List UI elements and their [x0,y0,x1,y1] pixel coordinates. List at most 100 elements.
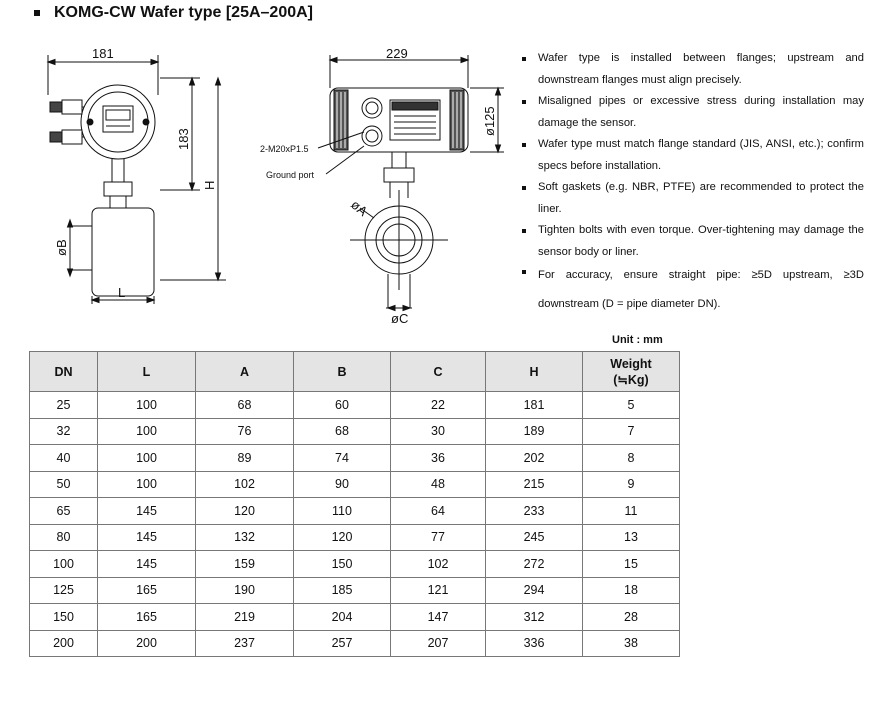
side-total-height-label: H [202,181,217,190]
front-head-label: ø125 [482,106,497,136]
pipe-diameter-label: øC [391,311,408,326]
table-cell: 102 [390,550,486,578]
table-cell: 202 [485,444,583,472]
table-cell: 80 [29,523,98,551]
header-b: B [293,351,391,392]
table-cell: 68 [293,417,391,445]
header-weight: Weight (≒Kg) [582,351,680,392]
table-cell: 125 [29,576,98,604]
table-cell: 120 [293,523,391,551]
table-cell: 89 [195,444,294,472]
table-cell: 77 [390,523,486,551]
side-view-drawing [46,55,226,304]
table-cell: 100 [97,417,196,445]
table-cell: 207 [390,629,486,657]
header-c: C [390,351,486,392]
table-cell: 74 [293,444,391,472]
table-header-row: DN L A B C H Weight (≒Kg) [29,351,680,392]
table-cell: 100 [97,470,196,498]
table-cell: 110 [293,497,391,525]
table-cell: 219 [195,603,294,631]
note-item: Soft gaskets (e.g. NBR, PTFE) are recomm… [518,177,864,220]
page-title: KOMG-CW Wafer type [25A–200A] [54,4,314,21]
table-cell: 60 [293,391,391,419]
table-cell: 147 [390,603,486,631]
table-cell: 32 [29,417,98,445]
table-cell: 145 [97,523,196,551]
note-item: Tighten bolts with even torque. Over-tig… [518,220,864,263]
front-view-drawing [317,55,504,312]
thread-label: 2-M20xP1.5 [260,144,309,154]
table-cell: 7 [582,417,680,445]
table-cell: 245 [485,523,583,551]
table-cell: 145 [97,497,196,525]
table-cell: 190 [195,576,294,604]
front-width-label: 229 [386,46,408,61]
unit-label: Unit : mm [612,334,663,346]
note-item: Wafer type must match flange standard (J… [518,134,864,177]
table-cell: 272 [485,550,583,578]
table-cell: 100 [97,444,196,472]
table-cell: 68 [195,391,294,419]
table-cell: 200 [29,629,98,657]
dimension-drawings: 181 183 H øB L [46,46,504,326]
table-cell: 237 [195,629,294,657]
table-cell: 36 [390,444,486,472]
table-cell: 9 [582,470,680,498]
table-cell: 28 [582,603,680,631]
table-cell: 159 [195,550,294,578]
table-cell: 64 [390,497,486,525]
table-cell: 15 [582,550,680,578]
note-item: Misaligned pipes or excessive stress dur… [518,91,864,134]
table-cell: 150 [293,550,391,578]
page-title-row: KOMG-CW Wafer type [25A–200A] [34,4,313,22]
table-cell: 181 [485,391,583,419]
header-a: A [195,351,294,392]
table-cell: 13 [582,523,680,551]
table-cell: 40 [29,444,98,472]
note-item: Wafer type is installed between flanges;… [518,48,864,91]
table-cell: 165 [97,576,196,604]
side-length-label: L [118,285,125,300]
table-cell: 48 [390,470,486,498]
table-cell: 76 [195,417,294,445]
header-l: L [97,351,196,392]
table-cell: 65 [29,497,98,525]
table-cell: 189 [485,417,583,445]
table-cell: 121 [390,576,486,604]
table-cell: 22 [390,391,486,419]
side-height-label: 183 [176,128,191,150]
table-cell: 185 [293,576,391,604]
installation-notes: Wafer type is installed between flanges;… [518,48,864,319]
flange-diameter-label: øA [348,197,371,219]
bullet-square-icon [34,10,40,16]
header-dn: DN [29,351,98,392]
side-width-label: 181 [92,46,114,61]
table-cell: 200 [97,629,196,657]
table-cell: 120 [195,497,294,525]
table-cell: 294 [485,576,583,604]
side-bore-label: øB [54,239,69,256]
table-cell: 30 [390,417,486,445]
note-item: For accuracy, ensure straight pipe: ≥5D … [518,261,864,319]
table-cell: 257 [293,629,391,657]
table-cell: 204 [293,603,391,631]
table-cell: 25 [29,391,98,419]
ground-port-label: Ground port [266,170,315,180]
table-cell: 145 [97,550,196,578]
table-cell: 5 [582,391,680,419]
table-cell: 8 [582,444,680,472]
table-cell: 50 [29,470,98,498]
header-h: H [485,351,583,392]
table-cell: 18 [582,576,680,604]
table-cell: 312 [485,603,583,631]
